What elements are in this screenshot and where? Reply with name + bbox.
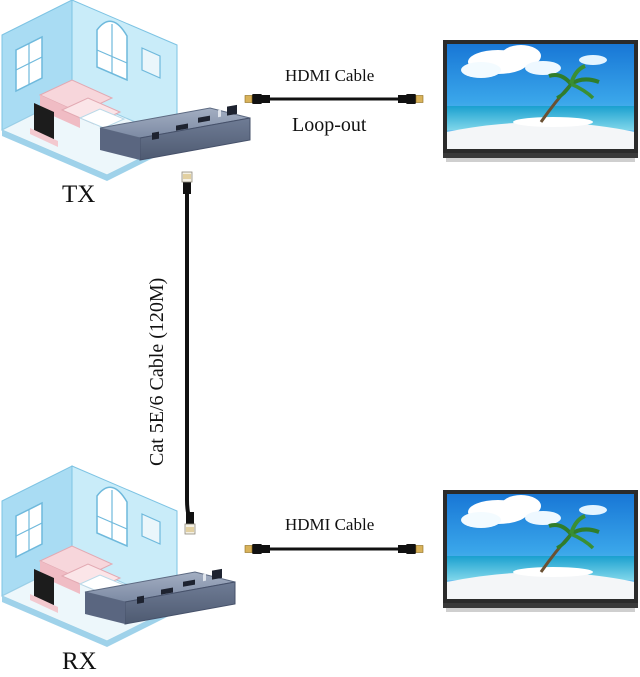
hdmi-plug-icon bbox=[244, 93, 271, 105]
tv-display-top bbox=[441, 38, 640, 164]
hdmi-plug-icon bbox=[397, 543, 424, 555]
cat-cable bbox=[181, 171, 196, 535]
tv-display-icon bbox=[441, 488, 640, 614]
rj45-plug-icon bbox=[181, 171, 193, 195]
hdmi-plug-icon bbox=[397, 93, 424, 105]
loop-out-label: Loop-out bbox=[292, 114, 367, 136]
rx-label: RX bbox=[62, 648, 97, 675]
room-rx-illustration bbox=[1, 465, 178, 648]
hdmi-cable-bottom bbox=[244, 543, 424, 555]
cat-cable-label: Cat 5E/6 Cable (120M) bbox=[146, 277, 168, 466]
hdmi-plug-icon bbox=[244, 543, 271, 555]
rj45-plug-icon bbox=[184, 511, 196, 535]
tv-display-icon bbox=[441, 38, 640, 164]
hdmi-cable-top-label: HDMI Cable bbox=[285, 66, 375, 85]
tv-display-bottom bbox=[441, 488, 640, 614]
tx-label: TX bbox=[62, 181, 96, 208]
hdmi-cable-top bbox=[244, 93, 424, 105]
hdmi-cable-bottom-label: HDMI Cable bbox=[285, 515, 375, 534]
